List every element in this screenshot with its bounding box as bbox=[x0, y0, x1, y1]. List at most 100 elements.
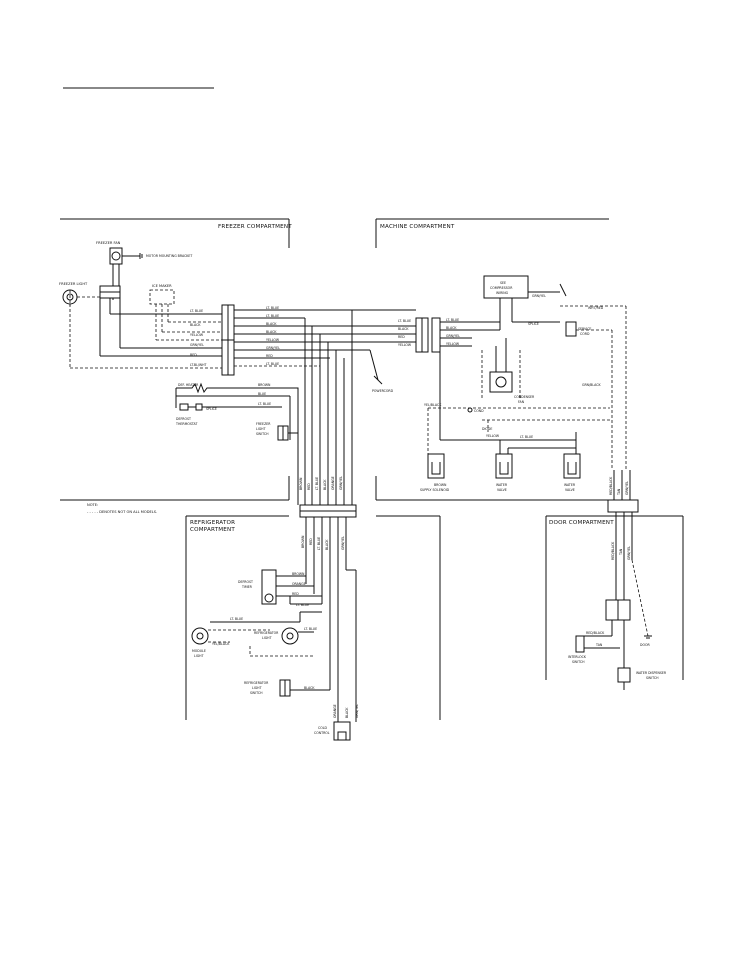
refrigerator-switch-label-3: SWITCH bbox=[250, 691, 263, 695]
door-trunk bbox=[607, 470, 649, 637]
freezer-wires-left bbox=[70, 292, 222, 369]
refrigerator-light bbox=[249, 627, 314, 657]
wire-label-ltblue-2: LT. BLUE bbox=[266, 306, 279, 310]
module-light bbox=[191, 611, 322, 645]
defrost-timer-label-1: DEFROST bbox=[238, 580, 253, 584]
wire-label-black-3: BLACK bbox=[266, 330, 277, 334]
wire-label-black-m1: BLACK bbox=[398, 327, 409, 331]
water-valve-1-label-1: WATER bbox=[496, 483, 508, 487]
wire-label-brown-v: BROWN bbox=[299, 477, 303, 490]
freezer-light-label: FREEZER LIGHT bbox=[59, 282, 88, 286]
wire-label-yel-black: YEL/BLACK bbox=[424, 403, 442, 407]
water-valve-2 bbox=[563, 453, 581, 479]
water-valve-1-label-2: VALVE bbox=[497, 488, 507, 492]
wire-label-brown-r2: BROWN bbox=[292, 572, 305, 576]
wire-label-yellow-m3: YELLOW bbox=[486, 434, 500, 438]
freezer-fan-label: FREEZER FAN bbox=[96, 241, 121, 245]
defrost-timer-label-2: TIMER bbox=[241, 585, 253, 589]
wire-label-ltblue-v: LT. BLUE bbox=[315, 477, 319, 490]
machine-terminal-block bbox=[415, 317, 500, 353]
wire-label-ltblue-m2: LT. BLUE bbox=[446, 318, 459, 322]
wire-label-tan-v2: TAN bbox=[619, 548, 623, 556]
freezer-frame bbox=[60, 218, 290, 248]
splice-2-label: SPLICE bbox=[528, 322, 539, 326]
refrigerator-trunk bbox=[305, 517, 357, 722]
wire-label-grnyel-v2: GRN/YEL bbox=[625, 481, 629, 495]
wire-label-black-r2: BLACK bbox=[304, 686, 315, 690]
wire-label-orange-v: ORANGE bbox=[331, 476, 335, 490]
wire-label-ltbl-4: LT. BLUE bbox=[266, 362, 279, 366]
wire-label-grnyel-v: GRN/YEL bbox=[339, 476, 343, 490]
comp-wiring-label-2: COMPRESSOR bbox=[490, 286, 513, 290]
service-cord-label-2: CORD bbox=[580, 332, 590, 336]
condenser-fan-label-1: CONDENSER bbox=[514, 395, 535, 399]
wire-label-grnyel-1: GRN/YEL bbox=[190, 343, 204, 347]
refrigerator-switch-label-2: LIGHT bbox=[252, 686, 262, 690]
wire-label-brown-r: BROWN bbox=[301, 535, 305, 548]
refrigerator-light-label-1: REFRIGERATOR bbox=[254, 631, 279, 635]
water-dispenser-switch bbox=[617, 667, 631, 690]
note-title: NOTE: bbox=[87, 503, 98, 507]
wire-label-yellow-m1: YELLOW bbox=[398, 343, 412, 347]
service-cord-label-1: SERVICE bbox=[578, 327, 591, 331]
wire-label-grnyel-2: GRN/YEL bbox=[266, 346, 280, 350]
freezer-light-switch bbox=[277, 425, 298, 441]
wire-label-brown-1: BROWN bbox=[258, 383, 271, 387]
supply-solenoid-label-2: SUPPLY SOLENOID bbox=[420, 488, 450, 492]
freezer-section-title: FREEZER COMPARTMENT bbox=[218, 224, 292, 230]
water-valve-1 bbox=[495, 453, 513, 479]
ice-maker bbox=[149, 289, 222, 341]
wire-label-red-r: RED bbox=[309, 538, 313, 545]
cold-control bbox=[333, 721, 351, 741]
freezer-switch-label-1: FREEZER bbox=[256, 422, 271, 426]
wire-label-ltblwht-1: LT.BL/WHT bbox=[190, 363, 207, 367]
wire-label-tan-v1: TAN bbox=[617, 488, 621, 496]
cond-label: COND bbox=[474, 409, 484, 413]
module-light-label-1: MODULE bbox=[192, 649, 206, 653]
wire-label-blue-1: BLUE bbox=[258, 392, 266, 396]
wire-label-ltblue-r4: LT. BLUE bbox=[304, 627, 317, 631]
wire-label-black-m2: BLACK bbox=[446, 326, 457, 330]
wire-label-yellow-1: YELLOW bbox=[190, 333, 204, 337]
interlock-switch-label-1: INTERLOCK bbox=[568, 655, 587, 659]
wire-label-ltblue-r3: LT. BLUE bbox=[230, 617, 243, 621]
wire-label-orange-r: ORANGE bbox=[292, 582, 306, 586]
wire-label-black-r: BLACK bbox=[325, 539, 329, 550]
wire-label-grnyel-m2: GRN/YEL bbox=[532, 294, 546, 298]
refrigerator-light-label-2: LIGHT bbox=[262, 636, 272, 640]
powercord bbox=[369, 349, 383, 385]
water-valve-2-label-1: WATER bbox=[564, 483, 576, 487]
wire-label-tan-d: TAN bbox=[595, 643, 603, 647]
wire-label-ltblue-m3: LT. BLUE bbox=[520, 435, 533, 439]
wire-label-red-1: RED bbox=[190, 353, 197, 357]
door-connector bbox=[584, 599, 631, 668]
water-dispenser-switch-label-2: SWITCH bbox=[646, 676, 659, 680]
wire-label-black-2: BLACK bbox=[266, 322, 277, 326]
machine-section-title: MACHINE COMPARTMENT bbox=[380, 224, 455, 230]
interlock-switch-label-2: SWITCH bbox=[572, 660, 585, 664]
wire-label-grn-m: GRN/YEL bbox=[446, 334, 460, 338]
compressor-wiring-box bbox=[483, 275, 529, 330]
module-light-label-2: LIGHT bbox=[194, 654, 204, 658]
freezer-trunk-wires bbox=[234, 309, 416, 505]
wire-label-yellow-2: YELLOW bbox=[266, 338, 280, 342]
machine-lower-wiring bbox=[427, 352, 610, 454]
cold-control-label-1: COLD bbox=[318, 726, 328, 730]
wire-label-grnblack: GRN/BLACK bbox=[582, 383, 602, 387]
interlock-switch bbox=[575, 635, 585, 653]
wire-label-red-2: RED bbox=[266, 354, 273, 358]
comp-wiring-label-3: WIRING bbox=[496, 291, 509, 295]
condenser-fan-label-2: FAN bbox=[518, 400, 525, 404]
supply-solenoid-label-1: BROWN bbox=[434, 483, 447, 487]
defrost-thermostat-label-2: THERMOSTAT bbox=[175, 422, 197, 426]
divider-lines bbox=[60, 476, 609, 501]
wire-label-ltblue-1: LT. BLUE bbox=[190, 309, 203, 313]
defrost-timer bbox=[261, 569, 322, 605]
wire-label-wht-red: WHT/RED bbox=[588, 306, 604, 310]
wire-label-black-1: BLACK bbox=[190, 323, 201, 327]
cold-control-label-2: CONTROL bbox=[314, 731, 330, 735]
refrigerator-light-switch bbox=[279, 679, 330, 697]
powercord-label: POWERCORD bbox=[372, 389, 394, 393]
freezer-switch-label-3: SWITCH bbox=[256, 432, 269, 436]
